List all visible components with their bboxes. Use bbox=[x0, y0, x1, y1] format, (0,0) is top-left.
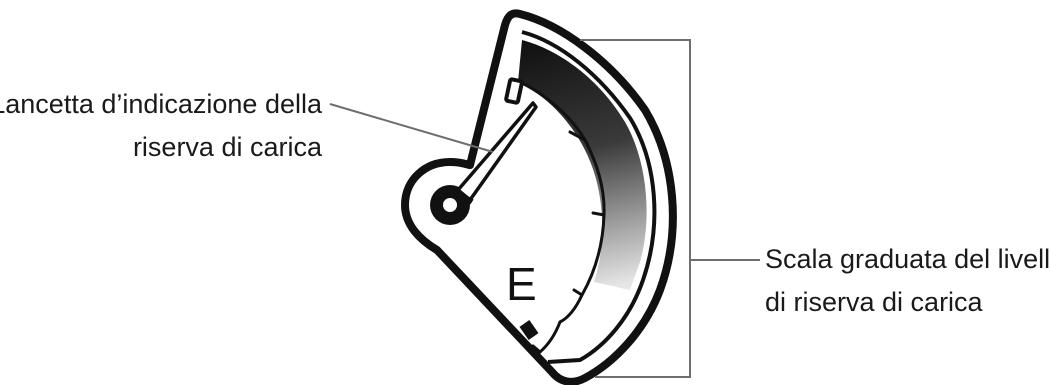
full-mark bbox=[506, 79, 522, 103]
scale-callout-line1: Scala graduata del livello bbox=[765, 244, 1051, 274]
empty-letter: E bbox=[506, 258, 537, 310]
needle-leader-line bbox=[330, 104, 493, 152]
needle-callout-line2: riserva di carica bbox=[133, 132, 323, 162]
needle-pivot-inner bbox=[443, 198, 457, 212]
scale-callout-line2: di riserva di carica bbox=[765, 287, 984, 317]
needle-callout-line1: Lancetta d’indicazione della bbox=[0, 89, 323, 119]
gauge-body: E bbox=[405, 13, 673, 381]
